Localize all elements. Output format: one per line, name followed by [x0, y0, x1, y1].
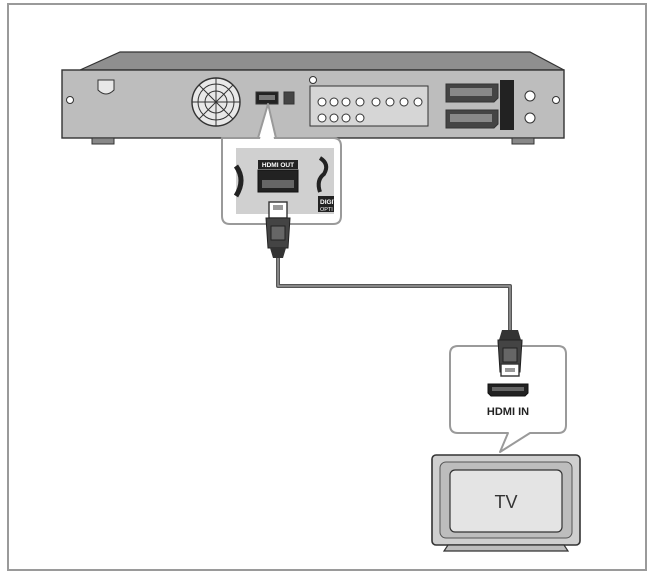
- tv-stand: [442, 544, 570, 552]
- tv-screen: [449, 469, 563, 533]
- hdmi-plug-icon: [265, 201, 291, 258]
- av-jack-panel: [309, 85, 429, 127]
- screw-icon: [552, 96, 560, 104]
- tv-port-label: HDMI IN: [487, 406, 529, 418]
- screw-icon: [309, 76, 317, 84]
- television: TV: [431, 454, 581, 552]
- recorder-rear-panel: [61, 51, 565, 145]
- recorder-top-face: [79, 51, 565, 71]
- recorder-adjacent-label-2: OPTI: [320, 207, 333, 213]
- power-inlet-icon: [97, 79, 115, 95]
- recorder-port-label: HDMI OUT: [262, 162, 294, 169]
- hdmi-in-callout: HDMI IN: [449, 339, 567, 453]
- scart-connector-icon: [445, 109, 499, 129]
- recorder-adjacent-label: DIGIT: [320, 199, 337, 206]
- screw-icon: [66, 96, 74, 104]
- tv-label: TV: [494, 492, 517, 512]
- fan-grille-icon: [191, 77, 241, 127]
- scart-connector-icon: [445, 83, 499, 103]
- hdmi-out-callout: HDMI OUT DIGIT OPTI: [221, 103, 342, 225]
